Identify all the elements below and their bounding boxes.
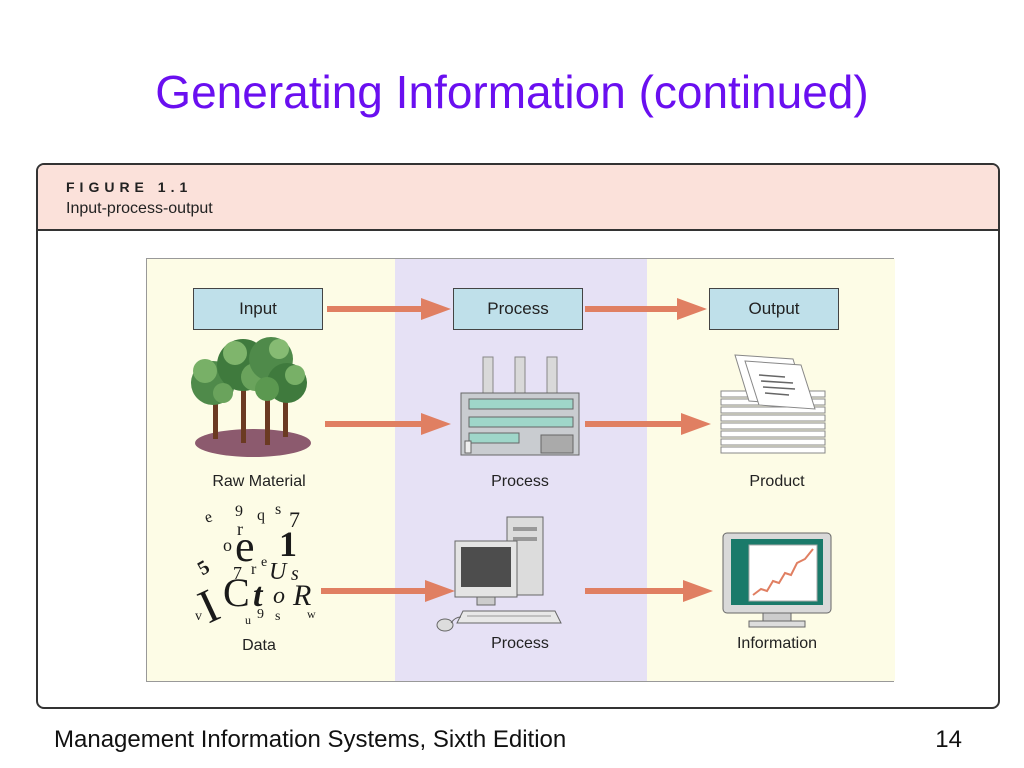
arrow-data-to-process bbox=[321, 580, 455, 602]
char: e bbox=[261, 555, 268, 570]
char: q bbox=[257, 507, 265, 524]
char: s bbox=[291, 563, 299, 585]
char: s bbox=[275, 501, 282, 518]
scattered-characters-icon: e 9 q s 7 r o e 1 5 7 r e U s I C t o R … bbox=[191, 501, 325, 634]
char: w bbox=[307, 607, 316, 621]
trees-icon bbox=[191, 337, 311, 457]
arrow-input-to-process bbox=[327, 298, 451, 320]
information-caption: Information bbox=[736, 635, 818, 652]
char: o bbox=[273, 583, 285, 609]
input-box: Input bbox=[193, 288, 323, 330]
char: s bbox=[275, 609, 281, 624]
char: t bbox=[253, 577, 263, 614]
ipo-diagram: Input Process Output bbox=[146, 258, 895, 682]
char: U bbox=[269, 559, 287, 585]
raw-material-caption: Raw Material bbox=[212, 473, 306, 490]
char: v bbox=[195, 609, 202, 624]
char: R bbox=[293, 579, 312, 612]
figure-number: FIGURE 1.1 bbox=[66, 179, 193, 195]
char: e bbox=[235, 522, 255, 571]
product-caption: Product bbox=[749, 473, 805, 490]
char: e bbox=[202, 508, 215, 527]
char: 9 bbox=[235, 503, 243, 520]
chart-monitor-icon bbox=[722, 532, 832, 628]
arrow-process-to-output bbox=[585, 298, 707, 320]
char: r bbox=[237, 519, 243, 539]
process-box: Process bbox=[453, 288, 583, 330]
char: 7 bbox=[233, 563, 242, 583]
page-number: 14 bbox=[935, 726, 962, 753]
char: r bbox=[251, 561, 257, 578]
data-caption: Data bbox=[242, 637, 276, 654]
slide-title: Generating Information (continued) bbox=[155, 66, 869, 118]
arrow-process-to-product bbox=[585, 413, 711, 435]
computer-icon bbox=[436, 516, 562, 632]
figure-header: FIGURE 1.1 Input-process-output bbox=[38, 165, 998, 231]
process-caption-computer: Process bbox=[491, 635, 549, 652]
char: 1 bbox=[279, 524, 297, 564]
char: o bbox=[223, 535, 232, 555]
output-box: Output bbox=[709, 288, 839, 330]
factory-icon bbox=[460, 356, 580, 456]
process-caption-factory: Process bbox=[491, 473, 549, 490]
arrow-raw-to-process bbox=[325, 413, 451, 435]
char: C bbox=[223, 570, 250, 615]
footer-book-title: Management Information Systems, Sixth Ed… bbox=[54, 726, 567, 753]
figure-caption: Input-process-output bbox=[66, 200, 213, 217]
paper-stack-icon bbox=[720, 354, 826, 454]
arrow-process-to-information bbox=[585, 580, 713, 602]
char: 9 bbox=[257, 607, 264, 622]
char: 7 bbox=[289, 507, 300, 532]
char: u bbox=[245, 613, 251, 627]
